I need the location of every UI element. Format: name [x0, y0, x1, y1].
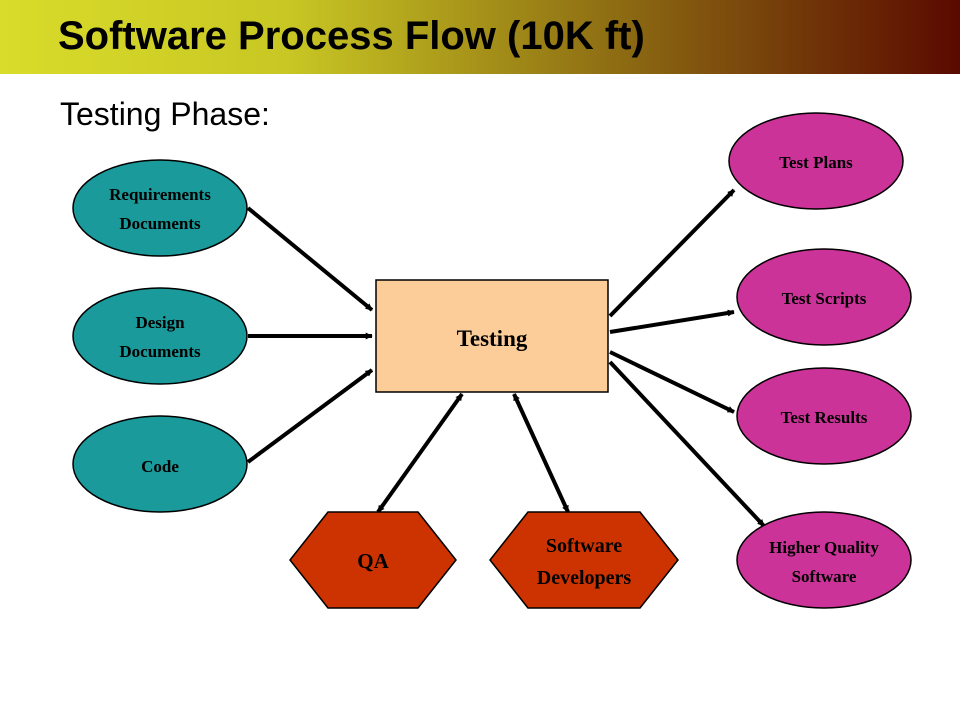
node-qa: QA [289, 511, 457, 609]
node-code: Code [72, 415, 248, 513]
design-label-line1: Design [135, 313, 185, 332]
node-requirements-documents: Requirements Documents [72, 159, 248, 257]
arrow-developers-testing [512, 393, 570, 513]
developers-label-line1: Software [546, 535, 622, 557]
arrow-code-to-testing [246, 368, 374, 464]
higher-quality-label-line1: Higher Quality [769, 538, 879, 557]
arrow-testing-to-higher-quality [608, 360, 766, 528]
testing-label: Testing [457, 326, 528, 351]
developers-label-line2: Developers [537, 567, 632, 589]
page-title: Software Process Flow (10K ft) [58, 14, 645, 58]
node-higher-quality-software: Higher Quality Software [736, 511, 912, 609]
arrow-requirements-to-testing [246, 206, 374, 312]
arrow-testing-to-test-plans [608, 188, 736, 318]
qa-label: QA [357, 549, 389, 573]
test-results-label: Test Results [781, 408, 868, 427]
test-scripts-label: Test Scripts [782, 289, 867, 308]
node-testing: Testing [375, 279, 609, 393]
arrow-testing-to-test-scripts [609, 309, 735, 334]
requirements-label-line2: Documents [119, 214, 201, 233]
test-plans-label: Test Plans [779, 153, 853, 172]
code-label: Code [141, 457, 179, 476]
node-software-developers: Software Developers [489, 511, 679, 609]
node-test-results: Test Results [736, 367, 912, 465]
node-test-scripts: Test Scripts [736, 248, 912, 346]
node-design-documents: Design Documents [72, 287, 248, 385]
design-label-line2: Documents [119, 342, 201, 361]
node-test-plans: Test Plans [728, 112, 904, 210]
title-bar [0, 0, 960, 74]
requirements-label-line1: Requirements [109, 185, 211, 204]
arrow-qa-testing [376, 392, 464, 514]
section-subtitle: Testing Phase: [60, 96, 270, 132]
higher-quality-label-line2: Software [792, 567, 857, 586]
arrow-testing-to-test-results [609, 350, 735, 414]
